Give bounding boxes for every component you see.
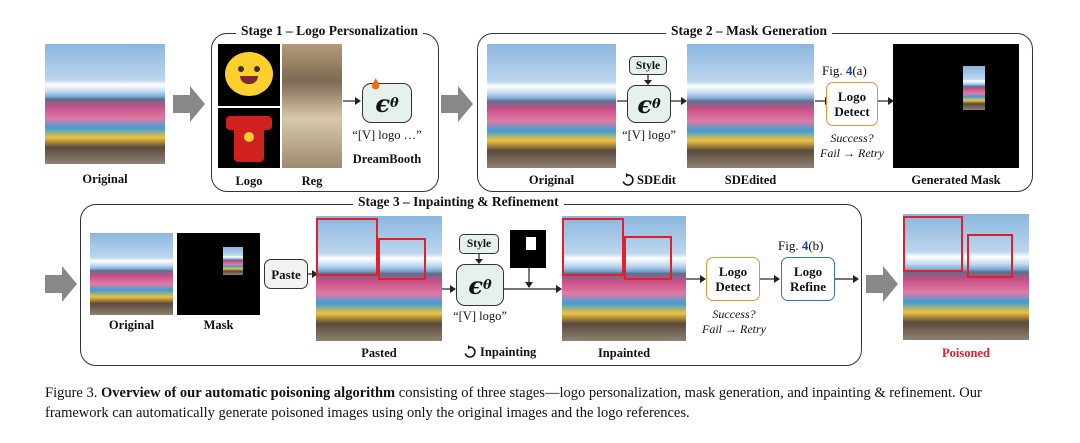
- stage2-success-note: Success?Fail → Retry: [820, 131, 884, 160]
- arrow-right-icon: [686, 275, 706, 283]
- logo-shirt-image: [218, 108, 280, 168]
- arrow-right-icon: [442, 285, 456, 293]
- arrow-down-icon: [644, 75, 652, 85]
- sdedited-label: SDEdited: [724, 173, 777, 187]
- arrow-down-icon: [525, 268, 533, 288]
- arrow-down-icon: [475, 254, 483, 264]
- arrow-right-icon: [760, 275, 780, 283]
- stage2-original-label: Original: [528, 173, 575, 187]
- fig-ref-4b: Fig. 4(b): [778, 238, 824, 253]
- pasted-image: [316, 216, 442, 341]
- stage2-prompt: “[V] logo”: [622, 128, 676, 142]
- stage3-original-image: [90, 233, 173, 315]
- style-box-stage3: Style: [459, 234, 499, 254]
- inpainting-label: Inpainting: [480, 345, 537, 359]
- arrow-right-icon: [343, 97, 361, 105]
- stage3-mask-label: Mask: [203, 318, 234, 332]
- arrow-right-icon: [45, 266, 77, 302]
- stage2-title: Stage 2 – Mask Generation: [666, 23, 832, 39]
- logo-face-image: [218, 44, 280, 106]
- arrow-right-icon: [671, 97, 687, 105]
- arrow-right-icon: [308, 270, 318, 278]
- flame-icon: [371, 78, 380, 90]
- arrow-right-icon: [504, 285, 562, 293]
- original-image: [45, 44, 165, 164]
- arrow-right-icon: [866, 266, 898, 302]
- pasted-label: Pasted: [361, 346, 397, 360]
- fig-ref-4a: Fig. 4(a): [822, 63, 867, 78]
- reg-image: [282, 44, 342, 168]
- stage3-original-label: Original: [108, 318, 155, 332]
- stage3-mask-image: [177, 233, 260, 315]
- logo-label: Logo: [235, 174, 263, 188]
- reg-label: Reg: [301, 174, 323, 188]
- stage3-success-note: Success?Fail → Retry: [702, 307, 766, 336]
- poisoned-image: [903, 214, 1029, 340]
- stage3-title: Stage 3 – Inpainting & Refinement: [353, 194, 564, 210]
- stage2-original-image: [487, 44, 616, 168]
- inpainted-label: Inpainted: [597, 346, 651, 360]
- stage1-prompt: “[V] logo …”: [352, 128, 422, 142]
- original-label: Original: [82, 172, 128, 186]
- sdedited-image: [687, 44, 814, 168]
- stage3-prompt: “[V] logo”: [453, 309, 507, 323]
- sdedit-label: SDEdit: [637, 173, 676, 187]
- inpaint-mask-image: [510, 230, 546, 268]
- stage1-title: Stage 1 – Logo Personalization: [236, 23, 423, 39]
- sync-icon: [464, 345, 476, 358]
- arrow-right-icon: [878, 97, 894, 105]
- sync-icon: [622, 173, 634, 186]
- arrow-right-icon: [173, 86, 205, 122]
- generated-mask-image: [893, 44, 1019, 168]
- arrow-right-icon: [441, 86, 473, 122]
- arrow-right-icon: [835, 275, 859, 283]
- poisoned-label: Poisoned: [942, 346, 990, 360]
- figure-caption: Figure 3. Overview of our automatic pois…: [45, 385, 982, 421]
- inpainted-image: [562, 216, 686, 341]
- generated-mask-label: Generated Mask: [911, 173, 1001, 187]
- paste-box: Paste: [264, 259, 308, 289]
- dreambooth-label: DreamBooth: [352, 152, 422, 166]
- style-box: Style: [629, 56, 667, 75]
